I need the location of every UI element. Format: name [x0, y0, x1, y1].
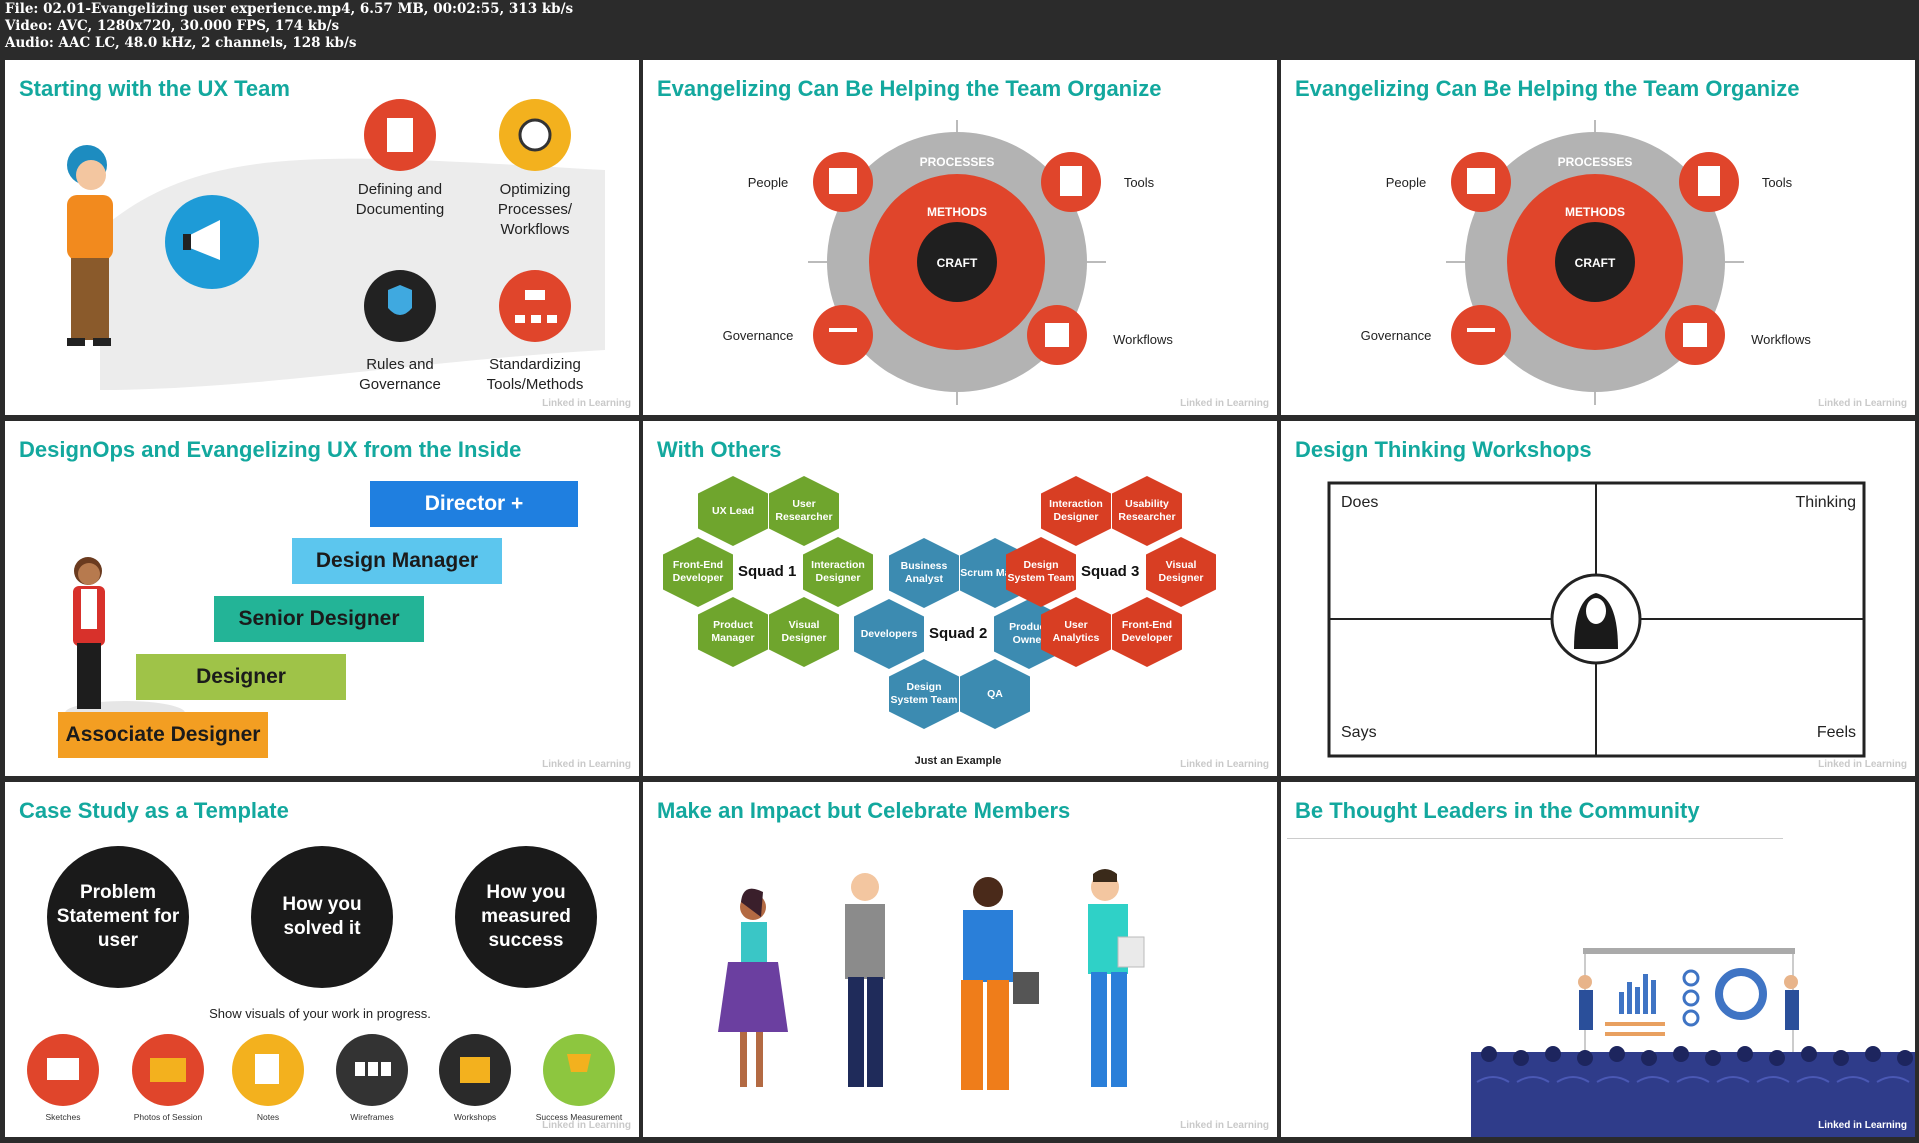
icon-label-workshops: Workshops: [453, 1112, 497, 1122]
rings-diagram: [808, 120, 1106, 405]
squad1-product-manager: Product Manager: [698, 597, 768, 667]
linkedin-watermark: Linked in Learning: [542, 759, 631, 770]
linkedin-watermark: Linked in Learning: [1180, 398, 1269, 409]
corner-people: People: [1385, 175, 1427, 190]
example-caption: Just an Example: [914, 755, 1002, 767]
corner-workflows: Workflows: [1751, 332, 1811, 347]
thumb-helping-team-organize-2[interactable]: Evangelizing Can Be Helping the Team Org…: [1281, 60, 1915, 415]
thumb-helping-team-organize-1[interactable]: Evangelizing Can Be Helping the Team Org…: [643, 60, 1277, 415]
ring-craft: CRAFT: [1574, 256, 1616, 270]
linkedin-watermark: Linked in Learning: [542, 1120, 631, 1131]
squad3-label: Squad 3: [1081, 563, 1140, 580]
conference-illustration: [1471, 948, 1915, 1137]
team-celebration-illustration: [718, 869, 1145, 1090]
circle-success: How you measured success: [455, 846, 597, 988]
squad2-qa: QA: [960, 659, 1030, 729]
empathy-map: [1327, 481, 1866, 758]
linkedin-watermark: Linked in Learning: [1818, 759, 1907, 770]
linkedin-watermark: Linked in Learning: [1818, 1120, 1907, 1131]
visuals-note: Show visuals of your work in progress.: [209, 1006, 431, 1021]
icon-label-notes: Notes: [256, 1112, 280, 1122]
file-info: File: 02.01-Evangelizing user experience…: [5, 1, 573, 52]
squad1-label: Squad 1: [738, 563, 797, 580]
label-standardizing: Standardizing Tools/Methods: [486, 356, 584, 393]
thumb-impact[interactable]: Make an Impact but Celebrate Members Lin…: [643, 782, 1277, 1137]
icon-label-sketches: Sketches: [45, 1112, 81, 1122]
circle-problem: Problem Statement for user: [47, 846, 189, 988]
tile-title: Evangelizing Can Be Helping the Team Org…: [657, 76, 1162, 101]
thumb-thought-leaders[interactable]: Be Thought Leaders in the Community Link…: [1281, 782, 1915, 1137]
ring-methods: METHODS: [1565, 205, 1625, 219]
file-line: File: 02.01-Evangelizing user experience…: [5, 1, 574, 17]
audio-line: Audio: AAC LC, 48.0 kHz, 2 channels, 128…: [5, 35, 357, 51]
tile-title: DesignOps and Evangelizing UX from the I…: [19, 437, 522, 462]
label-rules: Rules and Governance: [359, 356, 441, 393]
squad3-visual-designer: Visual Designer: [1146, 537, 1216, 607]
corner-tools: Tools: [1761, 175, 1793, 190]
ring-methods: METHODS: [927, 205, 987, 219]
thumb-with-others[interactable]: With Others UX Lead User Researcher Fron…: [643, 421, 1277, 776]
circle-solution: How you solved it: [251, 846, 393, 988]
ring-processes: PROCESSES: [919, 155, 995, 169]
corner-workflows: Workflows: [1113, 332, 1173, 347]
step-director: Director +: [370, 481, 578, 527]
label-defining: Defining and Documenting: [355, 181, 445, 218]
thumb-case-study[interactable]: Case Study as a Template Problem Stateme…: [5, 782, 639, 1137]
thumb-design-thinking[interactable]: Design Thinking Workshops Does Thinking …: [1281, 421, 1915, 776]
squad1-ux-lead: UX Lead: [698, 476, 768, 546]
squad1-front-end-developer: Front-End Developer: [663, 537, 733, 607]
linkedin-watermark: Linked in Learning: [542, 398, 631, 409]
squad3-interaction-designer: Interaction Designer: [1041, 476, 1111, 546]
quadrant-thinking: Thinking: [1795, 494, 1856, 511]
tile-title: With Others: [657, 437, 782, 462]
icon-label-photos: Photos of Session: [133, 1112, 203, 1122]
tile-title: Starting with the UX Team: [19, 76, 290, 101]
squad3-design-system-team: Design System Team: [1006, 537, 1076, 607]
tile-title: Be Thought Leaders in the Community: [1295, 798, 1700, 823]
tile-title: Design Thinking Workshops: [1295, 437, 1592, 462]
squad2-developers: Developers: [854, 599, 924, 669]
ring-processes: PROCESSES: [1557, 155, 1633, 169]
corner-governance: Governance: [722, 328, 794, 343]
squad2-design-system-team: Design System Team: [889, 659, 959, 729]
thumb-starting-ux-team[interactable]: Starting with the UX Team Defining and D…: [5, 60, 639, 415]
label-optimizing: Optimizing Processes/ Workflows: [497, 181, 573, 238]
squad3-user-analytics: User Analytics: [1041, 597, 1111, 667]
step-associate-designer: Associate Designer: [58, 712, 268, 758]
corner-people: People: [747, 175, 789, 190]
linkedin-watermark: Linked in Learning: [1180, 1120, 1269, 1131]
squad2-business-analyst: Business Analyst: [889, 538, 959, 608]
icon-label-success: Success Measurement: [535, 1112, 623, 1122]
corner-governance: Governance: [1360, 328, 1432, 343]
tile-title: Evangelizing Can Be Helping the Team Org…: [1295, 76, 1800, 101]
squad1-interaction-designer: Interaction Designer: [803, 537, 873, 607]
step-designer: Designer: [136, 654, 346, 700]
squad3-front-end-developer: Front-End Developer: [1112, 597, 1182, 667]
ring-craft: CRAFT: [936, 256, 978, 270]
corner-tools: Tools: [1123, 175, 1155, 190]
tile-title: Case Study as a Template: [19, 798, 289, 823]
squad1-user-researcher: User Researcher: [769, 476, 839, 546]
case-study-icons: [27, 1034, 615, 1106]
step-senior-designer: Senior Designer: [214, 596, 424, 642]
linkedin-watermark: Linked in Learning: [1818, 398, 1907, 409]
video-line: Video: AVC, 1280x720, 30.000 FPS, 174 kb…: [5, 18, 340, 34]
tile-title: Make an Impact but Celebrate Members: [657, 798, 1071, 823]
linkedin-watermark: Linked in Learning: [1180, 759, 1269, 770]
step-design-manager: Design Manager: [292, 538, 502, 584]
title-divider: [1287, 838, 1783, 839]
ux-team-illustration: [67, 99, 605, 390]
quadrant-feels: Feels: [1816, 724, 1856, 741]
squad1-visual-designer: Visual Designer: [769, 597, 839, 667]
quadrant-says: Says: [1341, 724, 1377, 741]
squad2-label: Squad 2: [929, 625, 988, 642]
squad3-usability-researcher: Usability Researcher: [1112, 476, 1182, 546]
icon-label-wireframes: Wireframes: [350, 1112, 394, 1122]
quadrant-does: Does: [1341, 494, 1379, 511]
thumb-designops[interactable]: DesignOps and Evangelizing UX from the I…: [5, 421, 639, 776]
rings-diagram: [1446, 120, 1744, 405]
